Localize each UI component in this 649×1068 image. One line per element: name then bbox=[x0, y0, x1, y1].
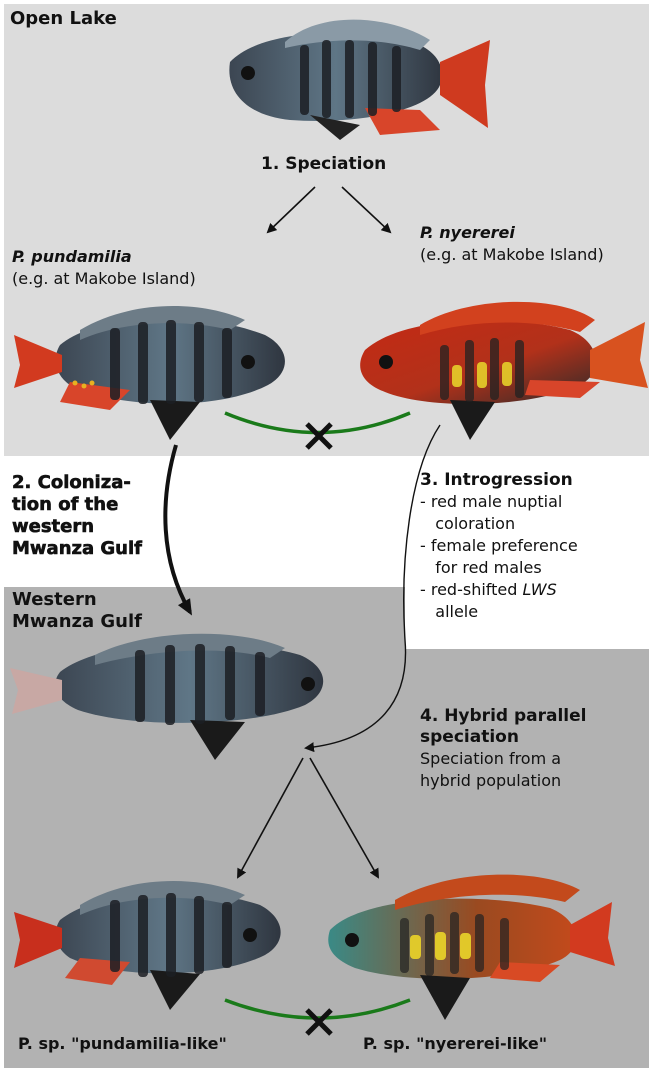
gene-name: LWS bbox=[523, 580, 557, 599]
introgression-item: - red male nuptial bbox=[420, 491, 578, 513]
colonization-line: tion of the bbox=[12, 494, 142, 516]
fish-ancestral bbox=[229, 20, 490, 140]
introgression-item: - female preference bbox=[420, 535, 578, 557]
introgression-item: for red males bbox=[420, 557, 578, 579]
pundamilia-name: P. pundamilia bbox=[12, 247, 132, 267]
western-gulf-line: Mwanza Gulf bbox=[12, 611, 142, 633]
introgression-title: 3. Introgression bbox=[420, 470, 578, 491]
introgression-item: coloration bbox=[420, 513, 578, 535]
hybrid-title-line: speciation bbox=[420, 727, 587, 748]
western-gulf-title: Western Mwanza Gulf bbox=[12, 589, 142, 633]
hybrid-speciation-arrows bbox=[238, 758, 378, 877]
introgression-item-gene: - red-shifted LWS bbox=[420, 579, 578, 601]
introgression-block: 3. Introgression - red male nuptial colo… bbox=[420, 470, 578, 623]
hybrid-desc-line: hybrid population bbox=[420, 770, 587, 792]
speciation-label: 1. Speciation bbox=[261, 154, 386, 175]
western-gulf-line: Western bbox=[12, 589, 142, 611]
hybrid-desc-line: Speciation from a bbox=[420, 748, 587, 770]
fish-gulf-colonizer bbox=[10, 634, 323, 760]
reproductive-barrier-bottom bbox=[225, 1000, 410, 1034]
hybrid-title-line: 4. Hybrid parallel bbox=[420, 706, 587, 727]
reproductive-barrier-top bbox=[225, 413, 410, 448]
nyererei-name: P. nyererei bbox=[420, 223, 515, 243]
colonization-line: Mwanza Gulf bbox=[12, 538, 142, 560]
nyererei-like-name: P. sp. "nyererei-like" bbox=[363, 1034, 547, 1054]
introgression-item: allele bbox=[420, 601, 578, 623]
open-lake-title: Open Lake bbox=[10, 8, 117, 30]
fish-pundamilia-like bbox=[14, 881, 281, 1010]
introgression-item: - red-shifted bbox=[420, 580, 523, 599]
hybrid-speciation-block: 4. Hybrid parallel speciation Speciation… bbox=[420, 706, 587, 792]
fish-nyererei bbox=[360, 302, 648, 440]
colonization-line: 2. Coloniza- bbox=[12, 472, 142, 494]
nyererei-location: (e.g. at Makobe Island) bbox=[420, 244, 604, 266]
speciation-arrows bbox=[268, 187, 390, 232]
colonization-line: western bbox=[12, 516, 142, 538]
colonization-label: 2. Coloniza- tion of the western Mwanza … bbox=[12, 472, 142, 560]
pundamilia-like-name: P. sp. "pundamilia-like" bbox=[18, 1034, 227, 1054]
pundamilia-location: (e.g. at Makobe Island) bbox=[12, 268, 196, 290]
colonization-arrow bbox=[165, 445, 190, 612]
fish-nyererei-like bbox=[328, 875, 615, 1020]
